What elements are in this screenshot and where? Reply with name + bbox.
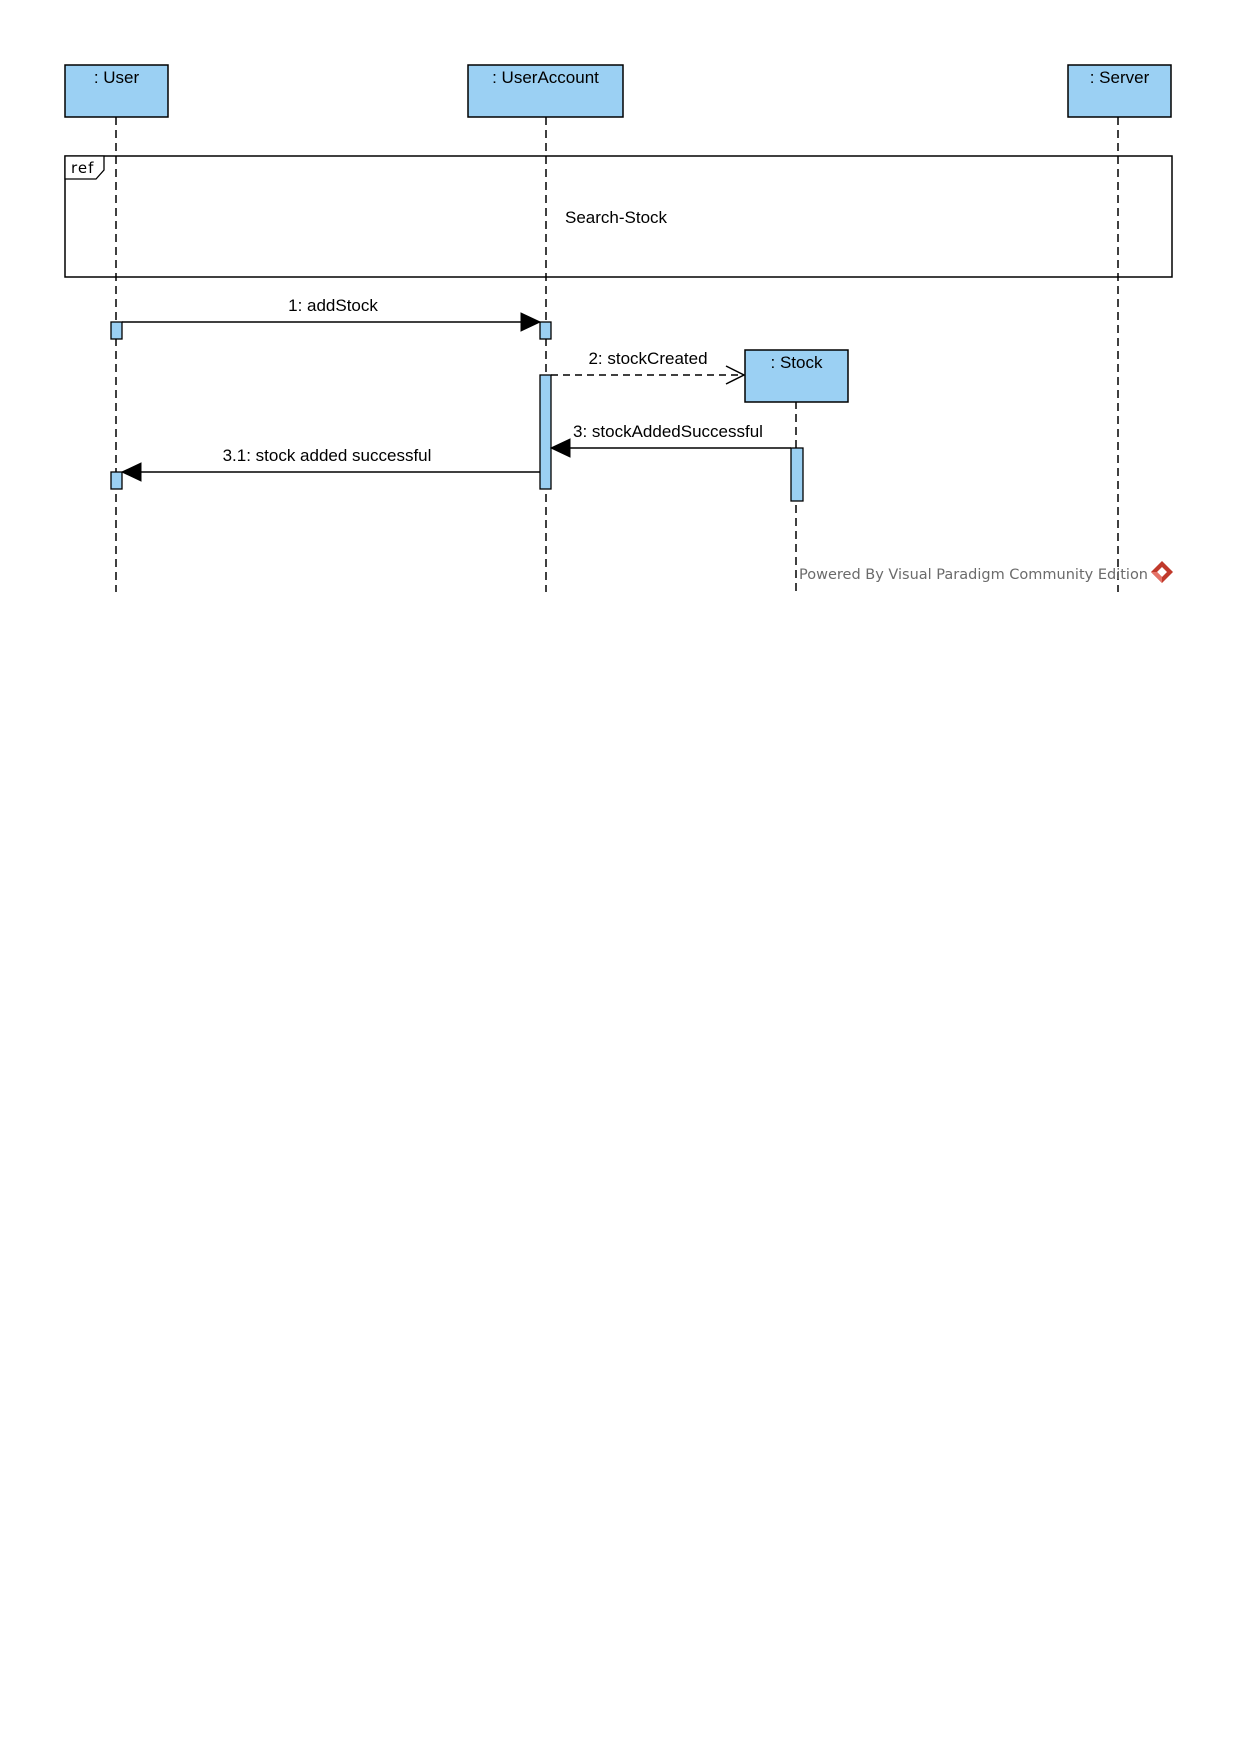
message-add-stock-arrowhead: [520, 312, 542, 332]
lifeline-server[interactable]: : Server: [1067, 64, 1172, 118]
message-stock-created[interactable]: 2: stockCreated: [551, 349, 746, 385]
message-stock-added-successful-label: 3: stockAddedSuccessful: [573, 422, 763, 441]
lifeline-stock-label: : Stock: [771, 353, 823, 372]
ref-fragment[interactable]: ref Search-Stock: [64, 155, 1173, 278]
activation-user-account-1: [539, 321, 552, 340]
visual-paradigm-logo-icon: [1151, 561, 1173, 583]
activation-user-account-2: [539, 374, 552, 490]
watermark-text: Powered By Visual Paradigm Community Edi…: [799, 567, 1148, 583]
message-add-stock-label: 1: addStock: [288, 296, 378, 315]
lifeline-user-label: : User: [94, 68, 140, 87]
activation-user-2: [110, 471, 123, 490]
lifeline-user-box: [64, 64, 169, 118]
ref-fragment-name: Search-Stock: [565, 208, 668, 227]
watermark: Powered By Visual Paradigm Community Edi…: [799, 561, 1173, 583]
message-stock-added-successful-reply[interactable]: 3.1: stock added successful: [120, 446, 540, 482]
ref-fragment-frame: [64, 155, 1173, 278]
lifeline-user-account-label: : UserAccount: [492, 68, 599, 87]
message-stock-created-label: 2: stockCreated: [588, 349, 707, 368]
lifeline-stock-box: [744, 349, 849, 403]
lifeline-server-box: [1067, 64, 1172, 118]
message-stock-added-successful-reply-label: 3.1: stock added successful: [223, 446, 432, 465]
message-stock-added-successful-reply-arrowhead: [120, 462, 142, 482]
lifeline-stock[interactable]: : Stock: [744, 349, 849, 403]
message-add-stock[interactable]: 1: addStock: [122, 296, 542, 332]
message-stock-added-successful[interactable]: 3: stockAddedSuccessful: [549, 422, 791, 458]
ref-fragment-tag: [64, 155, 105, 180]
message-stock-created-arrowhead: [725, 365, 746, 385]
ref-fragment-operator: ref: [71, 159, 94, 177]
activation-stock: [790, 447, 804, 502]
lifeline-user[interactable]: : User: [64, 64, 169, 118]
message-stock-added-successful-arrowhead: [549, 438, 571, 458]
lifeline-server-label: : Server: [1090, 68, 1150, 87]
lifeline-user-account[interactable]: : UserAccount: [467, 64, 624, 118]
lifeline-user-account-box: [467, 64, 624, 118]
activation-user-1: [110, 321, 123, 340]
